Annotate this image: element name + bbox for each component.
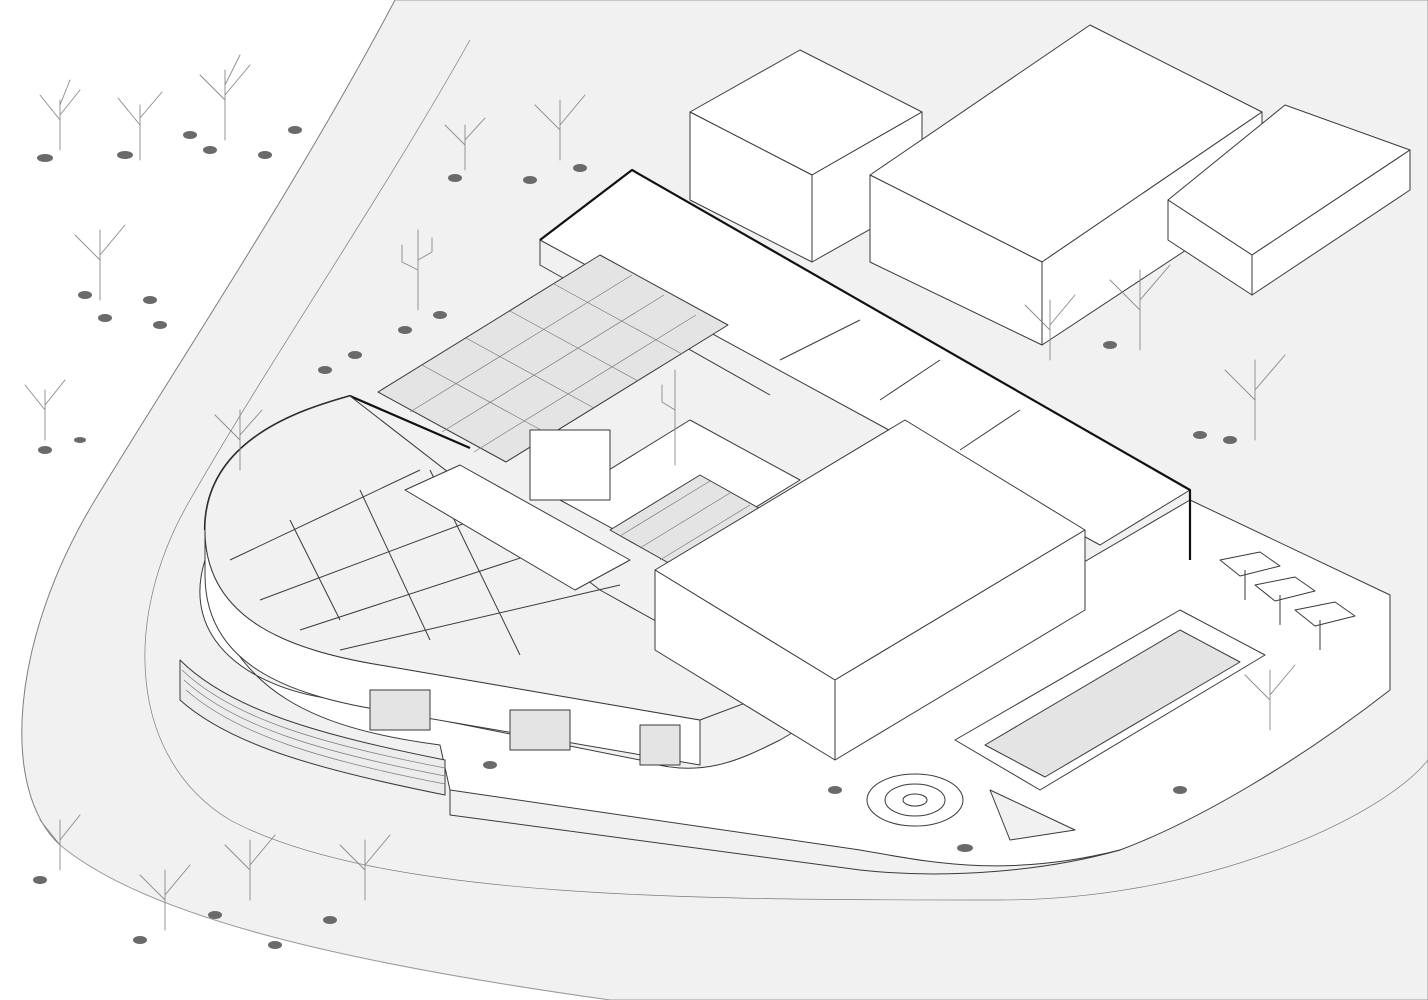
courtyard (529, 419, 801, 576)
triangular-planter (989, 789, 1076, 841)
house-central-volume (654, 419, 1086, 761)
house-curved-wing (203, 394, 781, 766)
cactus (401, 229, 676, 466)
road-edge-outer (21, 0, 396, 846)
terrace-front-wall (449, 790, 1121, 875)
neighbor-building-3 (1167, 104, 1411, 296)
umbrellas (1219, 551, 1356, 650)
retaining-wall (179, 659, 446, 796)
curved-wing-glazing (369, 689, 681, 766)
planted-roof (404, 464, 631, 591)
fire-pit (866, 773, 964, 827)
trees (24, 54, 1296, 931)
neighbor-building-1 (689, 49, 923, 263)
pergola-roof (377, 254, 729, 463)
neighbor-building-2 (869, 24, 1263, 346)
shrubs (33, 126, 1237, 949)
road-edge-inner (144, 39, 1428, 901)
pool (954, 609, 1266, 791)
